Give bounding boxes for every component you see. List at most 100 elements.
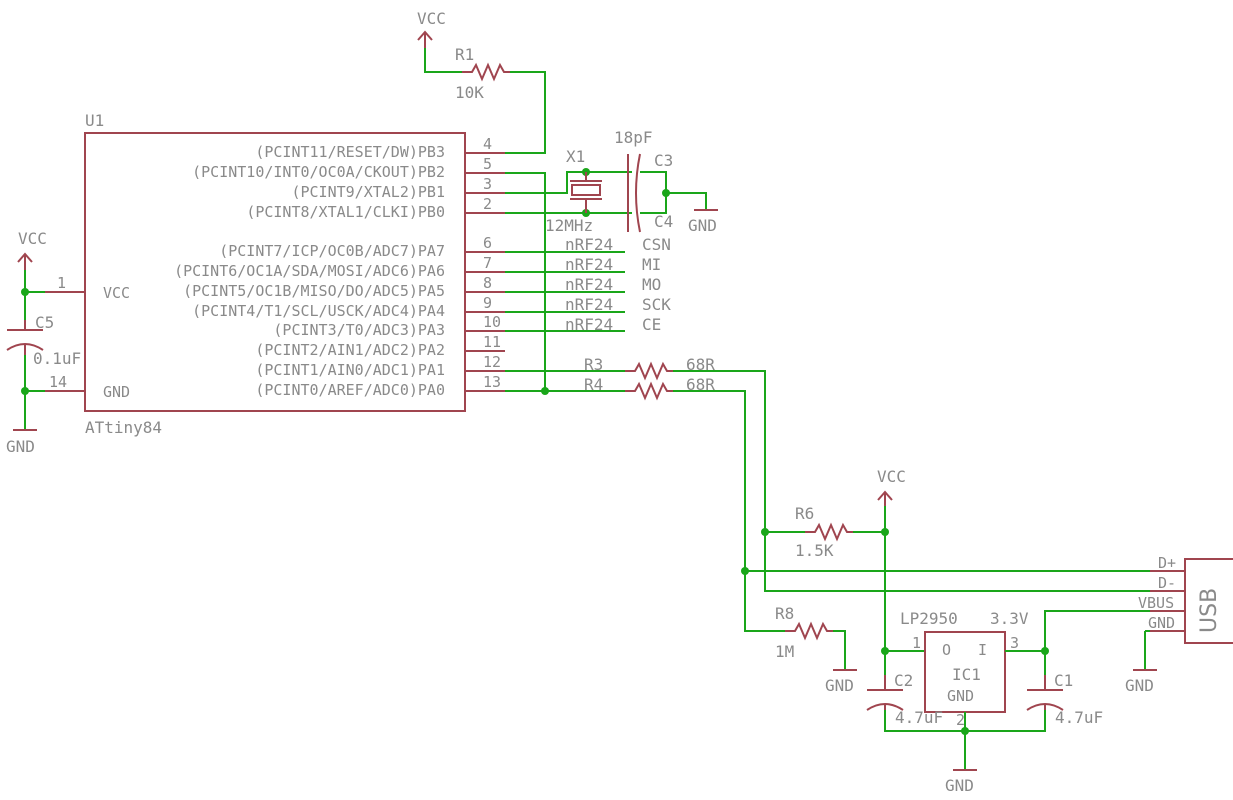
gnd-left-label: GND <box>6 437 35 456</box>
r8-value: 1M <box>775 642 794 661</box>
r3-resistor-icon <box>625 361 673 381</box>
vcc-arrow-icon <box>417 30 433 48</box>
c2-capacitor-icon <box>866 675 904 711</box>
nrf24-net-label: nRF24 <box>565 315 613 334</box>
u1-vcc-pin-number: 1 <box>57 274 66 292</box>
vcc-top-label: VCC <box>417 9 446 28</box>
c5-ref: C5 <box>35 313 54 332</box>
nrf24-signal-label: CE <box>642 315 661 334</box>
u1-pin-number: 13 <box>483 373 501 391</box>
r4-resistor-icon <box>625 381 673 401</box>
junction-dot <box>21 288 29 296</box>
u1-pin-label: (PCINT1/AIN0/ADC1)PA1 <box>255 361 445 379</box>
usb-pin-label: D+ <box>1158 554 1176 572</box>
u1-pin-label: (PCINT5/OC1B/MISO/DO/ADC5)PA5 <box>183 282 445 300</box>
ic1-voltage: 3.3V <box>990 609 1029 628</box>
u1-pin-number: 9 <box>483 294 492 312</box>
u1-pin-label: (PCINT8/XTAL1/CLKI)PB0 <box>246 203 445 221</box>
ic1-gnd-label: GND <box>947 687 974 705</box>
u1-pin-number: 7 <box>483 254 492 272</box>
junction-dot <box>881 647 889 655</box>
vcc-arrow-icon <box>17 252 33 270</box>
r4-value: 68R <box>686 375 715 394</box>
u1-pin-number: 4 <box>483 135 492 153</box>
u1-gnd-pin-number: 14 <box>49 373 67 391</box>
u1-pin-label: (PCINT7/ICP/OC0B/ADC7)PA7 <box>219 242 445 260</box>
wire-xtal <box>505 171 632 214</box>
r6-ref: R6 <box>795 504 814 523</box>
junction-dot <box>662 189 670 197</box>
nrf24-signal-label: CSN <box>642 235 671 254</box>
junction-dot <box>961 727 969 735</box>
r8-ref: R8 <box>775 604 794 623</box>
ic1-pin2-number: 2 <box>956 711 965 729</box>
wire-r8-gnd <box>833 630 846 670</box>
wire-r3-r4 <box>505 370 1185 632</box>
c2-value: 4.7uF <box>895 708 943 727</box>
nrf24-net-label: nRF24 <box>565 275 613 294</box>
usb-pin-stubs <box>1150 570 1185 632</box>
r6-value: 1.5K <box>795 541 834 560</box>
gnd-usb-label: GND <box>1125 676 1154 695</box>
vcc-arrow-icon <box>877 490 893 506</box>
r1-ref: R1 <box>455 45 474 64</box>
wire-r1 <box>424 48 546 154</box>
nrf24-signal-label: MI <box>642 255 661 274</box>
nrf24-net-labels: nRF24 nRF24 nRF24 nRF24 nRF24 CSN MI MO … <box>565 235 671 334</box>
ic1-pin1-number: 1 <box>912 634 921 652</box>
junction-dot <box>741 567 749 575</box>
c4-ref: C4 <box>654 212 673 231</box>
nrf24-signal-label: SCK <box>642 295 671 314</box>
gnd-r8-label: GND <box>825 676 854 695</box>
nrf24-net-label: nRF24 <box>565 295 613 314</box>
x1-ref: X1 <box>566 147 585 166</box>
wire-pb2-bus <box>505 172 546 391</box>
r1-value: 10K <box>455 83 484 102</box>
c5-value: 0.1uF <box>33 349 81 368</box>
c1-value: 4.7uF <box>1055 708 1103 727</box>
c2-ref: C2 <box>894 671 913 690</box>
u1-pin-label: (PCINT2/AIN1/ADC2)PA2 <box>255 341 445 359</box>
r3-value: 68R <box>686 355 715 374</box>
gnd-xtal-label: GND <box>688 216 717 235</box>
usb-pin-label: GND <box>1148 614 1175 632</box>
c3-c4-capacitor-icon <box>627 153 641 233</box>
u1-pin-number: 3 <box>483 175 492 193</box>
junction-dot <box>21 387 29 395</box>
c5-capacitor-icon <box>6 320 44 355</box>
u1-pin-number: 6 <box>483 234 492 252</box>
x1-value: 12MHz <box>545 216 593 235</box>
u1-pin-number: 8 <box>483 274 492 292</box>
gnd-ic1-label: GND <box>945 776 974 795</box>
u1-pin-labels: (PCINT11/RESET/DW)PB3 (PCINT10/INT0/OC0A… <box>174 143 445 399</box>
r8-resistor-icon <box>785 621 833 641</box>
junction-dot <box>1041 647 1049 655</box>
nrf24-net-label: nRF24 <box>565 255 613 274</box>
u1-vcc-pin-label: VCC <box>103 284 130 302</box>
ic1-pin-i: I <box>978 641 987 659</box>
u1-pin-number: 5 <box>483 155 492 173</box>
junction-dot <box>881 528 889 536</box>
u1-pin-number: 11 <box>483 333 501 351</box>
u1-pin-label: (PCINT3/T0/ADC3)PA3 <box>273 321 445 339</box>
u1-pin-number: 2 <box>483 195 492 213</box>
vcc-left-label: VCC <box>18 229 47 248</box>
u1-pin-label: (PCINT11/RESET/DW)PB3 <box>255 143 445 161</box>
u1-pin-label: (PCINT6/OC1A/SDA/MOSI/ADC6)PA6 <box>174 262 445 280</box>
ic1-ref: IC1 <box>952 665 981 684</box>
ic1-pin3-number: 3 <box>1010 634 1019 652</box>
u1-value: ATtiny84 <box>85 418 162 437</box>
ic1-part: LP2950 <box>900 609 958 628</box>
c1-ref: C1 <box>1054 671 1073 690</box>
u1-pin-label: (PCINT4/T1/SCL/USCK/ADC4)PA4 <box>192 302 445 320</box>
u1-pin-number: 12 <box>483 353 501 371</box>
usb-pin-label: VBUS <box>1138 594 1174 612</box>
vcc-r6-label: VCC <box>877 467 906 486</box>
wire-usb-data <box>745 570 1185 670</box>
r6-resistor-icon <box>805 522 853 542</box>
u1-pin-label: (PCINT9/XTAL2)PB1 <box>291 183 445 201</box>
u1-pin-label: (PCINT10/INT0/OC0A/CKOUT)PB2 <box>192 163 445 181</box>
ic1-pin-o: O <box>942 641 951 659</box>
u1-pin-numbers: 4 5 3 2 6 7 8 9 10 11 12 13 <box>483 135 501 391</box>
